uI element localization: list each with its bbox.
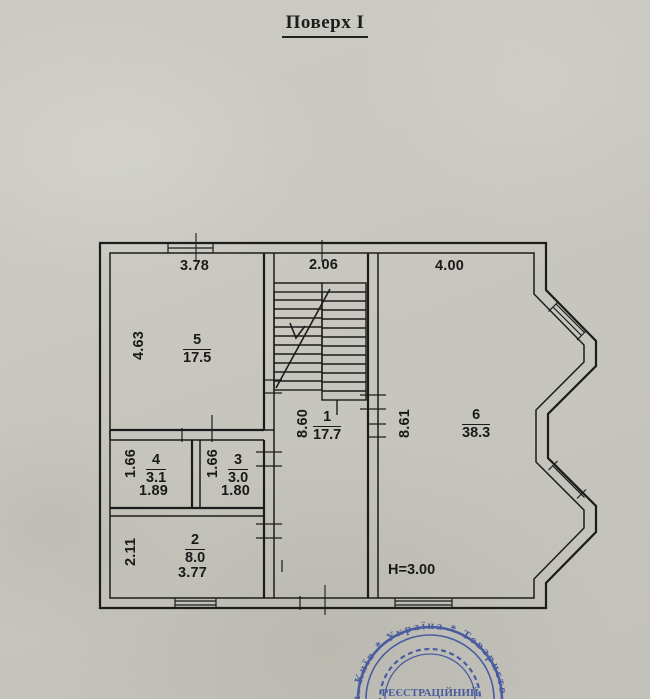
window-bottom-room2 bbox=[174, 598, 217, 608]
dimension-room4-height: 1.66 bbox=[123, 448, 139, 478]
dimension-top-left-width: 3.78 bbox=[180, 258, 210, 274]
ceiling-height-note: H=3.00 bbox=[388, 562, 436, 578]
dimension-room2-height: 2.11 bbox=[123, 537, 139, 566]
window-bay-lower bbox=[548, 460, 587, 499]
room-area-5: 17.5 bbox=[183, 350, 212, 367]
room-number-5: 5 bbox=[183, 332, 212, 351]
page-title-text: Поверх I bbox=[281, 12, 369, 38]
room-number-3: 3 bbox=[228, 452, 249, 471]
outer-wall-outline bbox=[98, 241, 598, 610]
interior-wall-room5-bottom bbox=[109, 428, 264, 441]
dimension-room4-width: 1.89 bbox=[139, 483, 169, 499]
window-bottom-room6 bbox=[394, 598, 453, 608]
room-area-2: 8.0 bbox=[185, 550, 206, 567]
interior-wall-room2-top bbox=[110, 506, 264, 517]
dimension-corridor-length: 8.60 bbox=[295, 408, 311, 438]
room-area-4: 3.1 bbox=[146, 470, 167, 487]
room-area-1: 17.7 bbox=[313, 427, 342, 444]
dimension-stair-width: 2.06 bbox=[309, 257, 339, 273]
page-title: Поверх I bbox=[0, 12, 650, 38]
interior-wall-corridor-right bbox=[360, 253, 386, 598]
interior-wall-room5-right bbox=[262, 253, 275, 431]
room-label-2: 2 8.0 bbox=[185, 532, 206, 567]
room-number-6: 6 bbox=[462, 407, 491, 426]
room-label-1: 1 17.7 bbox=[313, 409, 342, 444]
staircase bbox=[273, 282, 367, 415]
room-number-2: 2 bbox=[185, 532, 206, 551]
room-number-4: 4 bbox=[146, 452, 167, 471]
room-label-6: 6 38.3 bbox=[462, 407, 491, 442]
door-opening-room5 bbox=[181, 415, 213, 442]
dimension-room6-left-length: 8.61 bbox=[397, 408, 413, 438]
room-label-5: 5 17.5 bbox=[183, 332, 212, 367]
dimension-room5-height: 4.63 bbox=[131, 330, 147, 360]
interior-wall-corridor-left bbox=[262, 430, 275, 598]
interior-wall-room4-room3 bbox=[190, 440, 201, 508]
room-number-1: 1 bbox=[313, 409, 342, 428]
window-bay-upper bbox=[548, 302, 587, 341]
room-area-6: 38.3 bbox=[462, 425, 491, 442]
room-area-3: 3.0 bbox=[228, 470, 249, 487]
dimension-room3-width: 1.80 bbox=[221, 483, 251, 499]
door-ticks-corridor-left bbox=[256, 379, 282, 539]
dimension-top-right-width: 4.00 bbox=[435, 258, 465, 274]
misc-wall-ticks bbox=[281, 560, 301, 610]
room-label-4: 4 3.1 bbox=[146, 452, 167, 487]
room-label-3: 3 3.0 bbox=[228, 452, 249, 487]
window-top-left bbox=[167, 243, 214, 253]
dimension-room2-width: 3.77 bbox=[178, 565, 208, 581]
dimension-room3-height: 1.66 bbox=[205, 448, 221, 478]
